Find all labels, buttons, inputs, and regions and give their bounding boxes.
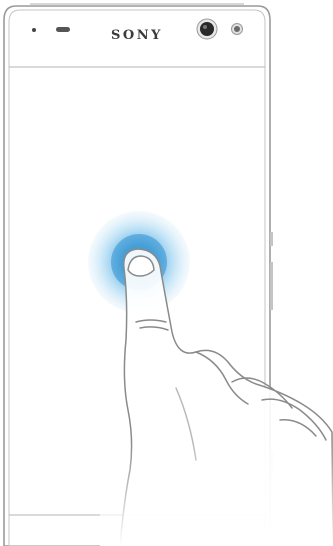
volume-button [270, 262, 273, 310]
power-button [270, 232, 273, 246]
sensor-icon [232, 24, 243, 35]
notification-led [32, 28, 36, 32]
hand-fade [100, 440, 333, 546]
speaker-icon [56, 27, 70, 32]
camera-icon [197, 19, 217, 39]
brand-logo: SONY [111, 28, 163, 43]
